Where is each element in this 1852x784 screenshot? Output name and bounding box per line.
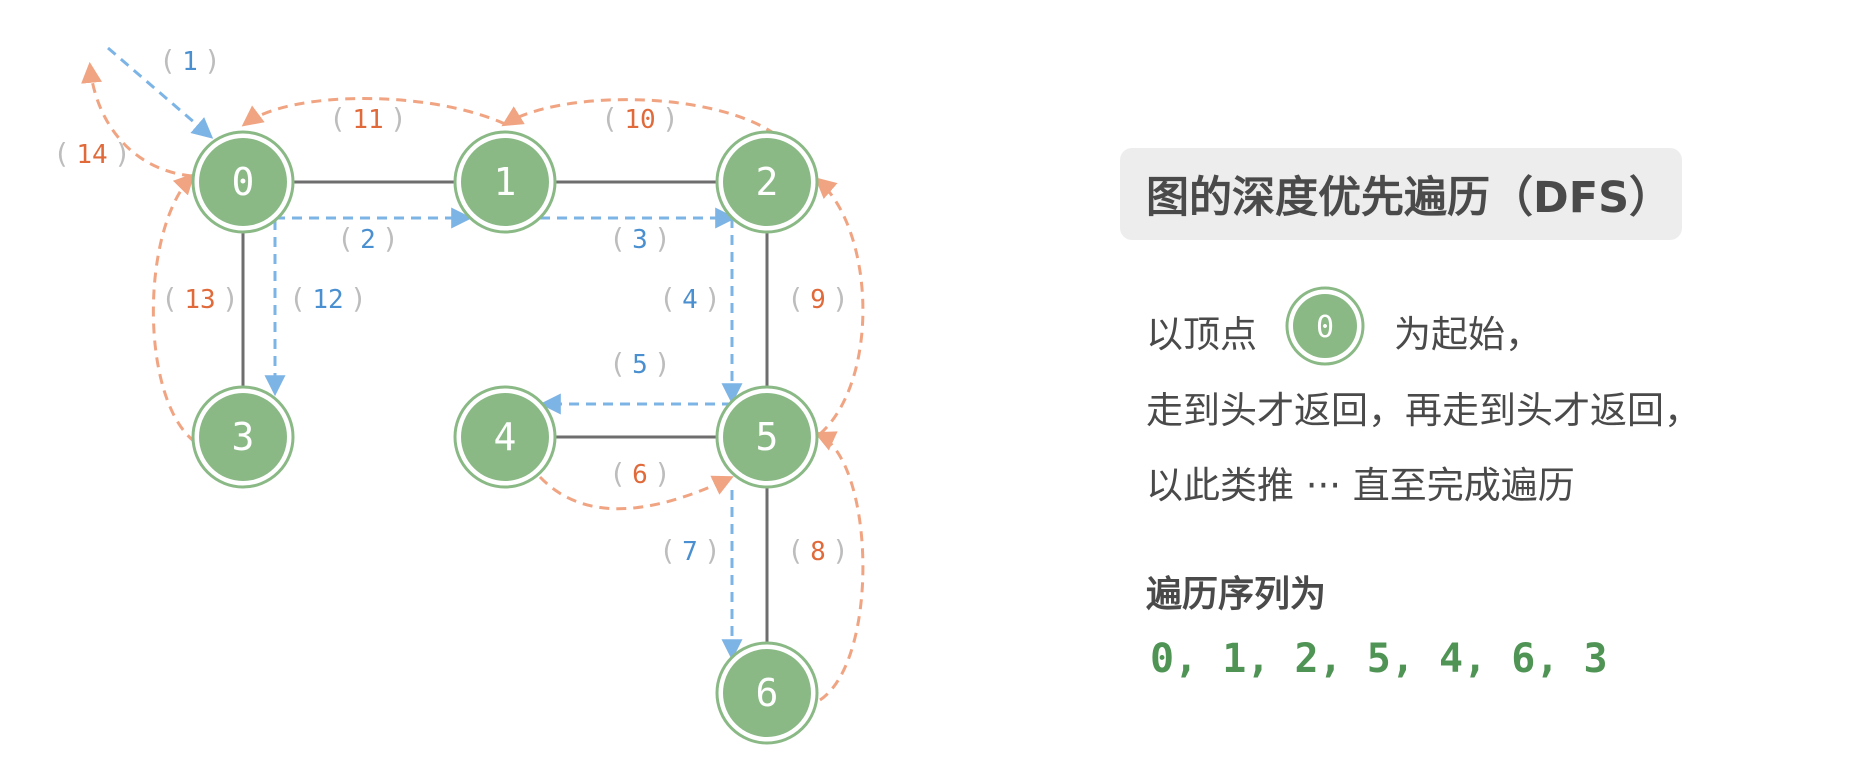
step-label-4: 4 — [682, 285, 698, 315]
title-box — [1120, 148, 1682, 240]
step-paren-open-11: ( — [333, 102, 344, 135]
panel-title: 图的深度优先遍历（DFS） — [1146, 173, 1673, 223]
description-line-1-before: 以顶点 — [1146, 313, 1257, 356]
step-paren-open-6: ( — [613, 457, 624, 490]
step-path-8 — [814, 431, 865, 702]
step-paren-open-7: ( — [663, 534, 674, 567]
step-paren-close-6: ) — [657, 457, 668, 490]
step-paren-close-11: ) — [393, 102, 404, 135]
step-label-7: 7 — [682, 537, 698, 567]
step-path-1 — [107, 46, 214, 139]
vertex-fill-4 — [461, 393, 549, 481]
step-label-6: 6 — [632, 460, 648, 490]
description-line-3: 以此类推 ··· 直至完成遍历 — [1146, 464, 1575, 507]
step-paren-open-1: ( — [163, 44, 174, 77]
step-paren-open-3: ( — [613, 222, 624, 255]
vertex-fill-6 — [723, 649, 811, 737]
description-line-1-after: 为起始， — [1394, 313, 1542, 356]
traversal-paths — [81, 46, 865, 702]
start-vertex-badge: 0 — [1284, 285, 1366, 367]
step-paren-close-1: ) — [207, 44, 218, 77]
sequence-title: 遍历序列为 — [1146, 574, 1327, 615]
step-paren-open-5: ( — [613, 347, 624, 380]
step-path-13 — [151, 172, 196, 444]
step-path-6 — [538, 475, 734, 511]
vertex-label-4: 4 — [494, 415, 517, 459]
step-path-14 — [81, 61, 193, 178]
vertex-fill-5 — [723, 393, 811, 481]
step-paren-open-8: ( — [791, 534, 802, 567]
step-label-12: 12 — [312, 285, 343, 315]
step-label-11: 11 — [352, 105, 383, 135]
step-path-2 — [273, 184, 473, 229]
step-paren-close-9: ) — [835, 282, 846, 315]
step-paren-open-14: ( — [57, 137, 68, 170]
step-labels: (1)(2)(3)(4)(5)(6)(7)(8)(9)(10)(11)(12)(… — [57, 44, 846, 567]
step-paren-close-13: ) — [225, 282, 236, 315]
step-paren-close-10: ) — [665, 102, 676, 135]
vertex-fill-1 — [461, 138, 549, 226]
step-paren-open-13: ( — [165, 282, 176, 315]
vertex-label-3: 3 — [232, 415, 255, 459]
vertex-6: 6 — [715, 641, 819, 745]
step-paren-open-10: ( — [605, 102, 616, 135]
vertex-5: 5 — [715, 385, 819, 489]
vertex-3: 3 — [191, 385, 295, 489]
vertex-label-0: 0 — [232, 160, 255, 204]
vertex-0: 0 — [191, 130, 295, 234]
step-path-10 — [501, 98, 776, 136]
step-label-14: 14 — [76, 140, 107, 170]
step-paren-open-9: ( — [791, 282, 802, 315]
vertex-label-5: 5 — [756, 415, 779, 459]
step-paren-open-12: ( — [293, 282, 304, 315]
step-paren-open-4: ( — [663, 282, 674, 315]
description-line-2: 走到头才返回，再走到头才返回， — [1146, 389, 1701, 432]
step-label-10: 10 — [624, 105, 655, 135]
step-label-8: 8 — [810, 537, 826, 567]
step-path-9 — [814, 177, 865, 436]
step-paren-close-7: ) — [707, 534, 718, 567]
step-paren-close-14: ) — [117, 137, 128, 170]
step-paren-open-2: ( — [341, 222, 352, 255]
vertex-4: 4 — [453, 385, 557, 489]
step-paren-close-12: ) — [353, 282, 364, 315]
vertex-fill-0 — [199, 138, 287, 226]
vertex-fill-3 — [199, 393, 287, 481]
step-paren-close-4: ) — [707, 282, 718, 315]
step-label-5: 5 — [632, 350, 648, 380]
step-label-2: 2 — [360, 225, 376, 255]
step-paren-close-8: ) — [835, 534, 846, 567]
vertex-label-6: 6 — [756, 671, 779, 715]
step-label-9: 9 — [810, 285, 826, 315]
step-label-3: 3 — [632, 225, 648, 255]
start-vertex-label: 0 — [1316, 310, 1334, 345]
vertex-label-2: 2 — [756, 160, 779, 204]
vertex-fill-2 — [723, 138, 811, 226]
vertex-2: 2 — [715, 130, 819, 234]
step-paren-close-2: ) — [385, 222, 396, 255]
step-paren-close-5: ) — [657, 347, 668, 380]
step-label-13: 13 — [184, 285, 215, 315]
vertex-1: 1 — [453, 130, 557, 234]
traversal-sequence: 0, 1, 2, 5, 4, 6, 3 — [1150, 636, 1608, 682]
step-label-1: 1 — [182, 47, 198, 77]
step-paren-close-3: ) — [657, 222, 668, 255]
step-path-11 — [241, 97, 506, 127]
vertex-label-1: 1 — [494, 160, 517, 204]
